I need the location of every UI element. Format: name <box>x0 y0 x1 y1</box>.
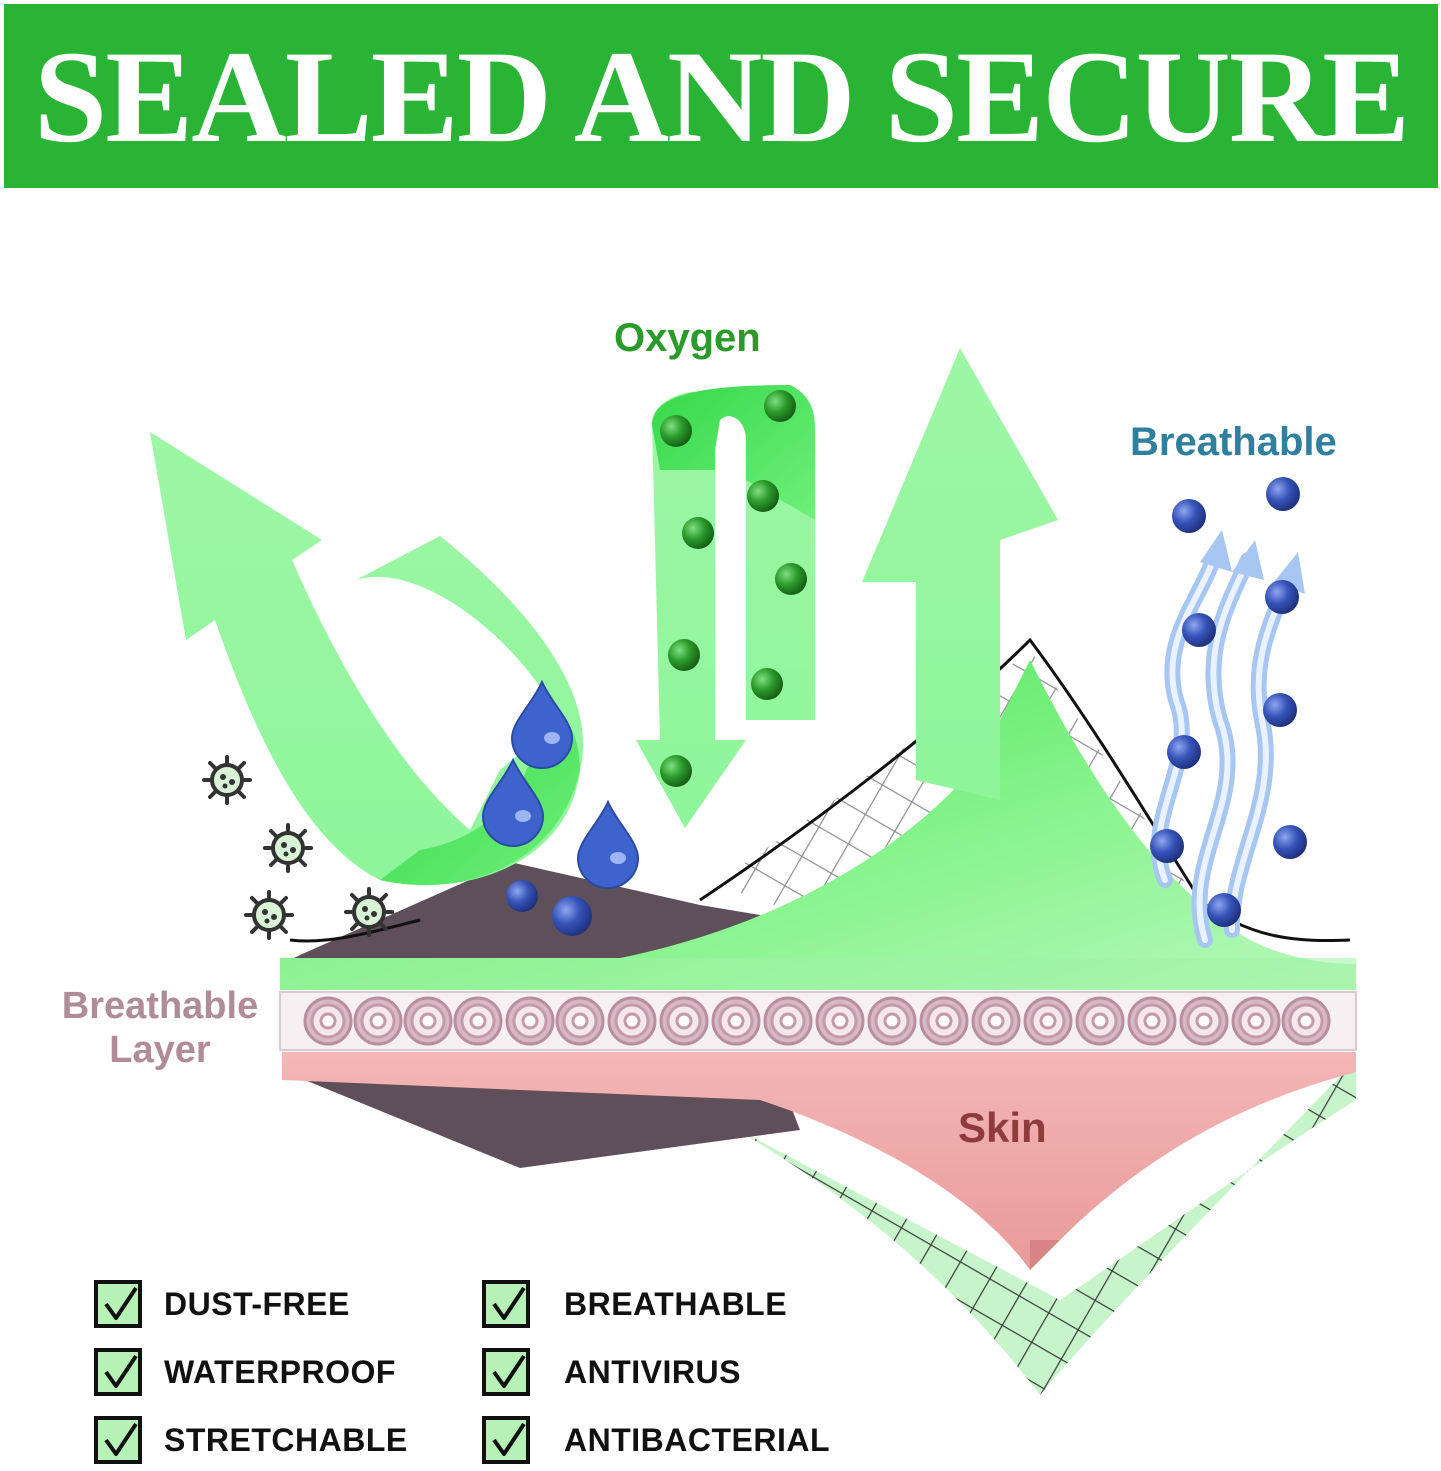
checkbox-checked-icon <box>94 1280 142 1328</box>
feature-label: ANTIVIRUS <box>564 1353 741 1390</box>
dark-layer-bottom <box>300 1078 800 1168</box>
feature-label: WATERPROOF <box>164 1353 396 1390</box>
skin-label: Skin <box>958 1104 1047 1151</box>
breathable-layer-label: Breathable Layer <box>52 984 268 1072</box>
checkbox-checked-icon <box>94 1416 142 1464</box>
checkbox-checked-icon <box>482 1416 530 1464</box>
checkbox-checked-icon <box>94 1348 142 1396</box>
breathable-label: Breathable <box>1130 420 1337 464</box>
reflect-arrow-left <box>150 432 584 886</box>
feature-label: STRETCHABLE <box>164 1421 408 1458</box>
up-arrow-right <box>862 348 1058 800</box>
feature-item-stretchable: STRETCHABLE <box>94 1412 408 1468</box>
top-film-layer <box>280 660 1356 990</box>
feature-item-breathable: BREATHABLE <box>482 1276 787 1332</box>
feature-item-dust-free: DUST-FREE <box>94 1276 350 1332</box>
oxygen-label: Oxygen <box>614 316 761 360</box>
water-drops <box>482 681 639 936</box>
feature-item-antibacterial: ANTIBACTERIAL <box>482 1412 830 1468</box>
feature-label: DUST-FREE <box>164 1285 350 1322</box>
checkbox-checked-icon <box>482 1280 530 1328</box>
feature-label: BREATHABLE <box>564 1285 788 1322</box>
feature-list: DUST-FREE WATERPROOF STRETCHABLE BREATHA… <box>94 1276 894 1466</box>
air-molecules <box>1150 477 1307 927</box>
feature-item-waterproof: WATERPROOF <box>94 1344 396 1400</box>
dark-layer-top <box>290 862 780 960</box>
breathable-layer-label-line1: Breathable <box>61 985 259 1027</box>
breathable-layer-label-line2: Layer <box>109 1029 211 1071</box>
banner-title: SEALED AND SECURE <box>33 22 1410 170</box>
checkbox-checked-icon <box>482 1348 530 1396</box>
feature-label: ANTIBACTERIAL <box>564 1421 831 1458</box>
breathable-wavy-arrows <box>1150 547 1298 948</box>
skin-layer <box>282 1052 1356 1270</box>
feature-item-antivirus: ANTIVIRUS <box>482 1344 741 1400</box>
oxygen-molecules <box>660 390 807 787</box>
title-banner: SEALED AND SECURE <box>4 4 1438 188</box>
